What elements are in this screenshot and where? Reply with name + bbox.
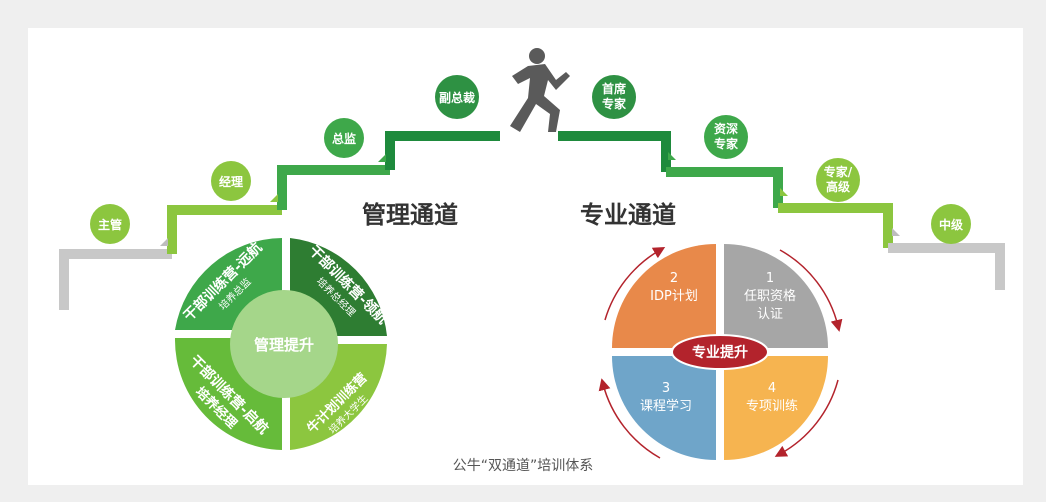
stair-step-1 [59,249,172,310]
stair-step-3 [277,165,390,210]
level-label-line1: 资深 [714,121,738,136]
management-level-主管: 主管 [90,204,130,244]
quadrant-number: 3 [662,381,670,396]
quadrant-course [612,356,716,460]
stair-step-r2 [666,167,783,208]
professional-staircase [558,131,1005,290]
level-label: 副总裁 [439,90,475,105]
level-label: 中级 [939,217,963,232]
cycle-arrow [779,249,843,332]
segment-牛计划 [290,344,387,450]
quadrant-training [724,356,828,460]
segment-启航 [174,338,282,450]
management-staircase [59,131,500,310]
level-label-line1: 首席 [602,81,626,96]
level-label-line2: 高级 [826,179,850,194]
quadrant-label: 课程学习 [640,398,692,414]
segment-领航 [290,238,387,336]
management-level-总监: 总监 [324,118,364,158]
cycle-arrow [604,246,666,321]
professional-center-ellipse [671,334,769,370]
cycle-arrow [598,378,661,459]
professional-level-中级: 中级 [931,204,971,244]
management-level-副总裁: 副总裁 [435,75,479,119]
level-label: 总监 [332,131,356,146]
management-level-经理: 经理 [211,161,251,201]
level-label-line1: 专家/ [824,164,853,179]
quadrant-number: 1 [766,271,774,286]
quadrant-label: IDP计划 [650,289,698,304]
stair-step-4 [385,131,500,170]
professional-cycle: 专业提升 2 IDP计划 1 任职资格 认证 3 课程学习 4 专项训练 [598,244,843,460]
professional-level-首席专家: 首席 专家 [592,75,636,119]
cycle-arrow [774,379,839,457]
management-center-circle [230,290,338,398]
level-label: 经理 [219,174,243,189]
professional-level-专家高级: 专家/ 高级 [816,158,860,202]
professional-level-资深专家: 资深 专家 [704,115,748,159]
management-channel-title: 管理通道 [362,201,458,229]
level-label: 主管 [98,217,122,232]
quadrant-label-line2: 认证 [757,307,783,322]
diagram-caption: 公牛“双通道”培训体系 [453,458,594,474]
level-label-line2: 专家 [602,96,627,111]
step-markers [160,152,900,246]
quadrant-idp [612,244,716,348]
management-cycle: 管理提升 干部训练营-远航 培养总监 干部训练营-领航 培养总经理 牛计划训练营… [174,238,391,450]
professional-channel-title: 专业通道 [580,201,676,229]
stair-step-r4 [888,243,1005,290]
management-center-label: 管理提升 [254,336,314,354]
quadrant-number: 4 [768,381,776,396]
stair-step-r1 [558,131,671,172]
stair-step-r3 [778,203,893,248]
stair-step-2 [167,205,282,254]
quadrant-qualification [724,244,828,348]
quadrant-label: 任职资格 [744,288,796,304]
level-label-line2: 专家 [714,136,739,151]
professional-center-label: 专业提升 [692,344,748,361]
quadrant-label: 专项训练 [746,399,798,414]
running-person-icon [510,48,570,132]
quadrant-number: 2 [670,271,678,286]
